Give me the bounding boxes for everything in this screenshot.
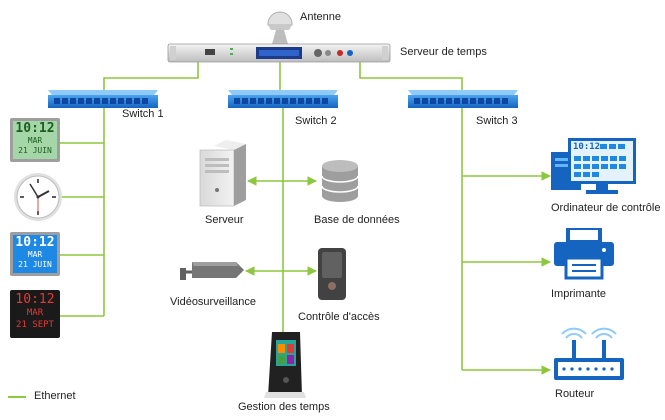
router-label: Routeur [555,388,595,400]
green-clock-day: MAR [27,136,43,145]
control-computer-label: Ordinateur de contrôle [551,202,661,214]
legend-ethernet-label: Ethernet [34,390,76,402]
green-clock-icon [10,118,60,162]
black-clock-day: MAR [26,308,44,318]
printer-icon [554,228,614,280]
analog-clock-icon [14,173,62,221]
time-management-label: Gestion des temps [238,401,330,413]
server-tower-icon [199,140,246,207]
switch2-label: Switch 2 [295,115,337,127]
time-server-icon [167,43,391,63]
printer-label: Imprimante [551,288,607,300]
antenna-icon [267,11,293,44]
black-clock-date: 21 SEPT [16,320,54,330]
link-server-switch1 [103,62,199,90]
antenna-label: Antenne [300,11,341,23]
time-terminal-icon [264,332,306,398]
time-server-label: Serveur de temps [400,46,487,58]
access-control-label: Contrôle d'accès [298,311,380,323]
blue-clock-icon [10,232,60,276]
database-label: Base de données [314,214,400,226]
green-clock-date: 21 JUIN [18,146,52,155]
access-control-icon [318,248,346,300]
control-computer-icon [551,138,636,194]
switch1-label: Switch 1 [122,108,164,120]
black-clock-time: 10:12 [15,292,55,307]
surveillance-camera-icon [180,262,244,280]
switch2-icon [228,90,338,108]
black-clock-icon [10,290,60,338]
switch3-label: Switch 3 [476,115,518,127]
server-label: Serveur [205,214,244,226]
switch3-icon [408,90,518,108]
link-server-switch3 [359,62,463,90]
router-icon [554,327,624,380]
blue-clock-day: MAR [27,250,43,259]
computer-screen-time: 10:12 [573,142,601,152]
green-clock-time: 10:12 [15,121,55,136]
blue-clock-time: 10:12 [15,235,55,250]
ethernet-lines [60,62,551,375]
blue-clock-date: 21 JUIN [18,260,52,269]
switch1-icon [48,90,158,108]
video-surveillance-label: Vidéosurveillance [170,296,257,308]
database-icon [321,160,359,202]
